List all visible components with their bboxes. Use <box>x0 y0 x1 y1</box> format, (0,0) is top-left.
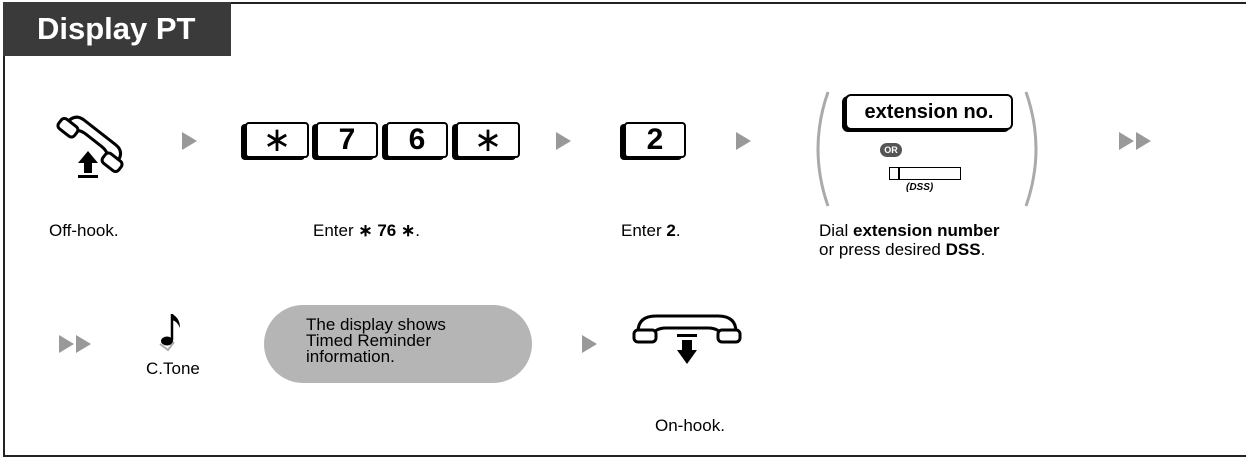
caption-dial-line2: or press desired DSS. <box>819 240 986 259</box>
extension-no-box: extension no. <box>845 94 1013 130</box>
key-star: ∗ <box>245 121 309 159</box>
caption-offhook: Off-hook. <box>49 221 119 240</box>
step-arrow <box>556 132 571 150</box>
off-hook-handset-icon <box>56 115 124 178</box>
bubble-line: The display shows <box>306 315 446 334</box>
caption-enter-2: Enter 2. <box>621 221 681 240</box>
caption-onhook: On-hook. <box>655 416 725 435</box>
right-parenthesis <box>1024 91 1038 207</box>
step-arrow <box>582 335 597 353</box>
key-2: 2 <box>624 122 686 158</box>
dss-label: (DSS) <box>906 182 934 193</box>
key-star-2: ∗ <box>456 121 520 159</box>
music-note-icon <box>159 314 180 352</box>
display-info-bubble: The display shows Timed Reminder informa… <box>264 305 532 383</box>
diagram-frame <box>3 2 1246 457</box>
step-arrow <box>182 132 197 150</box>
title-tab: Display PT <box>3 2 231 56</box>
left-parenthesis <box>816 91 830 207</box>
on-hook-handset-icon <box>632 314 742 364</box>
bubble-line: information. <box>306 347 395 366</box>
tone-label: C.Tone <box>146 359 200 378</box>
step-arrow <box>736 132 751 150</box>
double-arrow-part <box>76 335 91 353</box>
caption-dial-line1: Dial extension number <box>819 221 1000 240</box>
dss-button-icon <box>889 167 961 180</box>
caption-enter-code: Enter ∗ 76 ∗. <box>313 221 420 240</box>
key-6: 6 <box>386 122 448 158</box>
double-arrow-part <box>1119 132 1134 150</box>
bubble-line: Timed Reminder <box>306 331 432 350</box>
key-7: 7 <box>316 122 378 158</box>
double-arrow-part <box>59 335 74 353</box>
double-arrow-part <box>1136 132 1151 150</box>
or-badge: OR <box>880 143 902 157</box>
